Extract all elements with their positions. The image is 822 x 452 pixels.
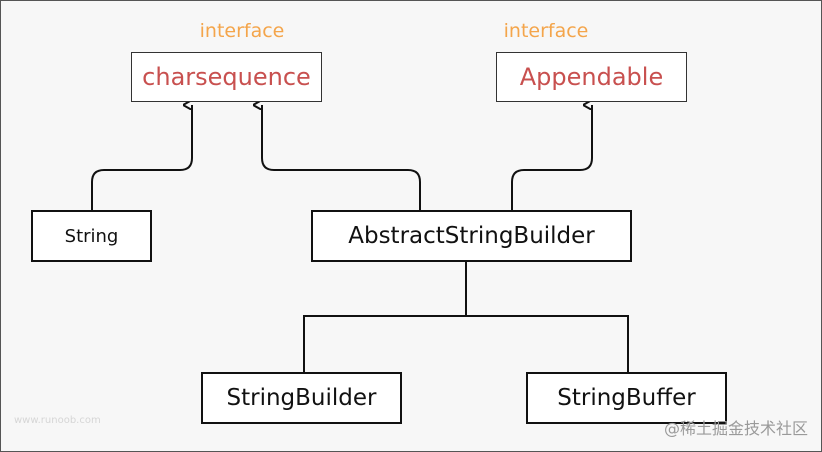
abstract-to-appendable-arrow	[511, 105, 593, 210]
abstract-to-children-connector	[303, 262, 629, 372]
string-buffer-box: StringBuffer	[526, 372, 727, 424]
appendable-stereotype: interface	[503, 20, 589, 42]
string-to-charsequence-arrow	[91, 105, 193, 210]
juejin-watermark: @稀土掘金技术社区	[663, 419, 808, 438]
charsequence-box: charsequence	[131, 52, 322, 102]
string-box: String	[31, 210, 152, 262]
abstract-to-charsequence-arrow	[262, 105, 421, 210]
string-builder-box: StringBuilder	[201, 372, 402, 424]
appendable-box: Appendable	[496, 52, 687, 102]
abstract-string-builder-box: AbstractStringBuilder	[311, 210, 632, 262]
runoob-watermark: www.runoob.com	[14, 415, 101, 426]
charsequence-stereotype: interface	[199, 20, 285, 42]
